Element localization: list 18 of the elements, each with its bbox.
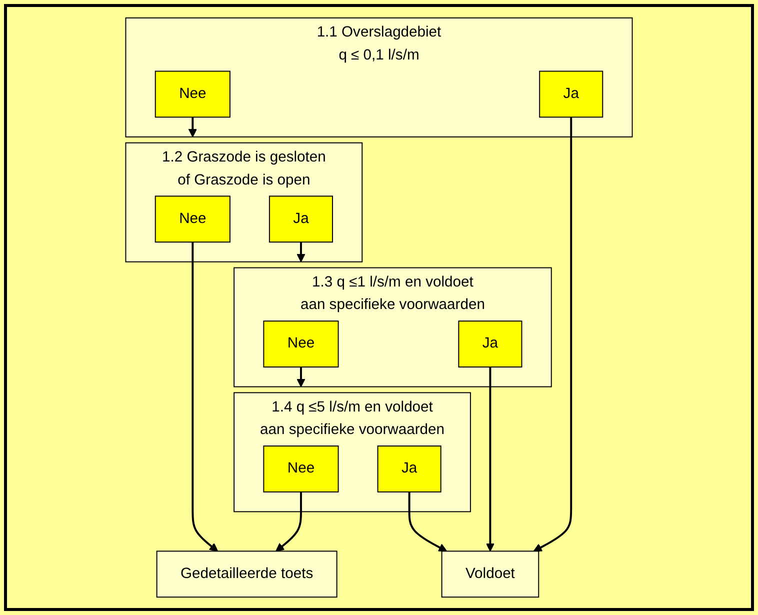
- arrow: [408, 492, 448, 552]
- node-box: Ja: [539, 70, 604, 118]
- node-box: Ja: [268, 196, 333, 243]
- node-box: Nee: [154, 70, 230, 118]
- node-box: Nee: [154, 196, 230, 243]
- arrow: [296, 242, 306, 262]
- arrow: [296, 367, 306, 388]
- arrow: [486, 367, 495, 552]
- arrow: [192, 242, 218, 552]
- node-box: Nee: [263, 446, 339, 492]
- node-box: Ja: [377, 446, 442, 492]
- node-box: Voldoet: [441, 550, 540, 598]
- node-box: Ja: [458, 320, 522, 368]
- node-box: Gedetailleerde toets: [156, 550, 338, 598]
- arrow: [276, 492, 302, 552]
- arrow: [188, 117, 197, 138]
- node-box: Nee: [263, 320, 339, 368]
- arrow: [533, 117, 572, 552]
